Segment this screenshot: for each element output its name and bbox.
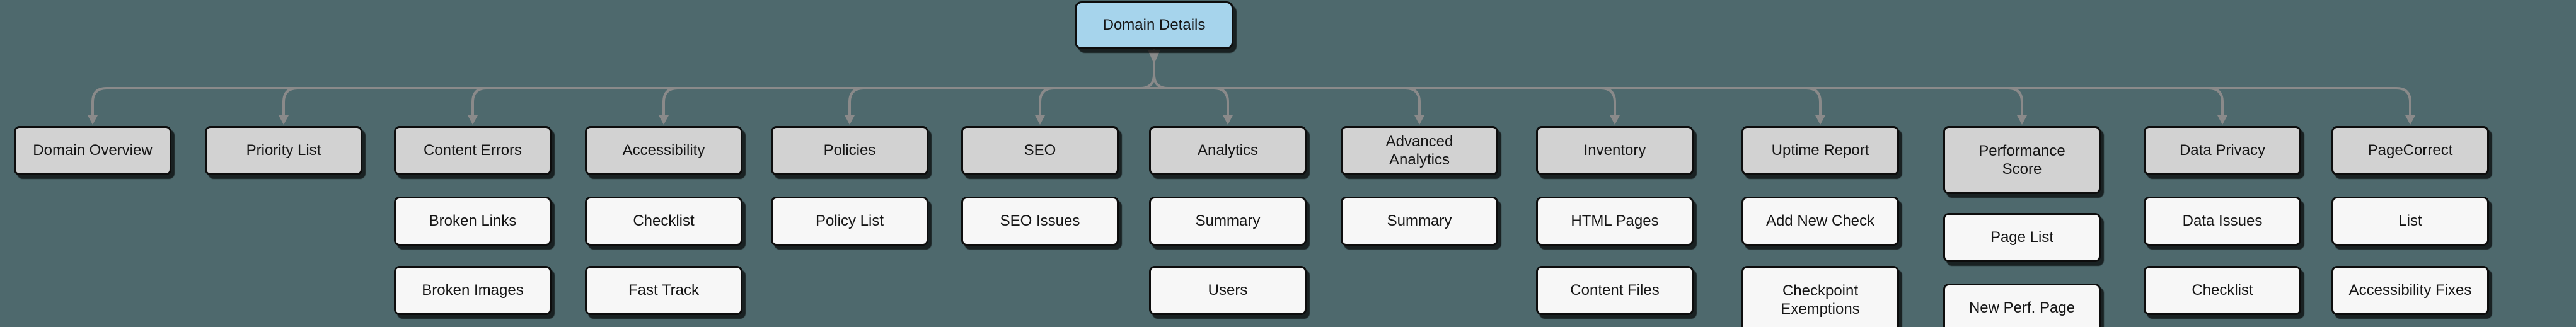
node-content-errors[interactable]: Content Errors xyxy=(394,126,552,175)
node-accessibility[interactable]: Accessibility xyxy=(585,126,742,175)
node-analytics[interactable]: Analytics xyxy=(1149,126,1307,175)
node-summary[interactable]: Summary xyxy=(1149,197,1307,246)
node-inventory[interactable]: Inventory xyxy=(1536,126,1694,175)
node-broken-links[interactable]: Broken Links xyxy=(394,197,552,246)
node-checkpoint-exemptions[interactable]: Checkpoint Exemptions xyxy=(1741,266,1899,327)
node-content-files[interactable]: Content Files xyxy=(1536,266,1694,315)
node-checklist[interactable]: Checklist xyxy=(2144,266,2301,315)
node-uptime-report[interactable]: Uptime Report xyxy=(1741,126,1899,175)
node-seo[interactable]: SEO xyxy=(961,126,1119,175)
node-html-pages[interactable]: HTML Pages xyxy=(1536,197,1694,246)
node-list[interactable]: List xyxy=(2331,197,2489,246)
node-performance-score[interactable]: Performance Score xyxy=(1943,126,2101,194)
node-priority-list[interactable]: Priority List xyxy=(205,126,362,175)
node-fast-track[interactable]: Fast Track xyxy=(585,266,742,315)
node-data-issues[interactable]: Data Issues xyxy=(2144,197,2301,246)
node-checklist[interactable]: Checklist xyxy=(585,197,742,246)
node-policies[interactable]: Policies xyxy=(771,126,928,175)
node-data-privacy[interactable]: Data Privacy xyxy=(2144,126,2301,175)
node-add-new-check[interactable]: Add New Check xyxy=(1741,197,1899,246)
node-new-perf-page[interactable]: New Perf. Page xyxy=(1943,284,2101,327)
node-policy-list[interactable]: Policy List xyxy=(771,197,928,246)
node-page-list[interactable]: Page List xyxy=(1943,213,2101,262)
node-advanced-analytics[interactable]: Advanced Analytics xyxy=(1341,126,1498,175)
node-summary[interactable]: Summary xyxy=(1341,197,1498,246)
node-domain-overview[interactable]: Domain Overview xyxy=(14,126,171,175)
node-users[interactable]: Users xyxy=(1149,266,1307,315)
node-seo-issues[interactable]: SEO Issues xyxy=(961,197,1119,246)
node-broken-images[interactable]: Broken Images xyxy=(394,266,552,315)
node-pagecorrect[interactable]: PageCorrect xyxy=(2331,126,2489,175)
node-accessibility-fixes[interactable]: Accessibility Fixes xyxy=(2331,266,2489,315)
node-domain-details[interactable]: Domain Details xyxy=(1075,1,1233,49)
